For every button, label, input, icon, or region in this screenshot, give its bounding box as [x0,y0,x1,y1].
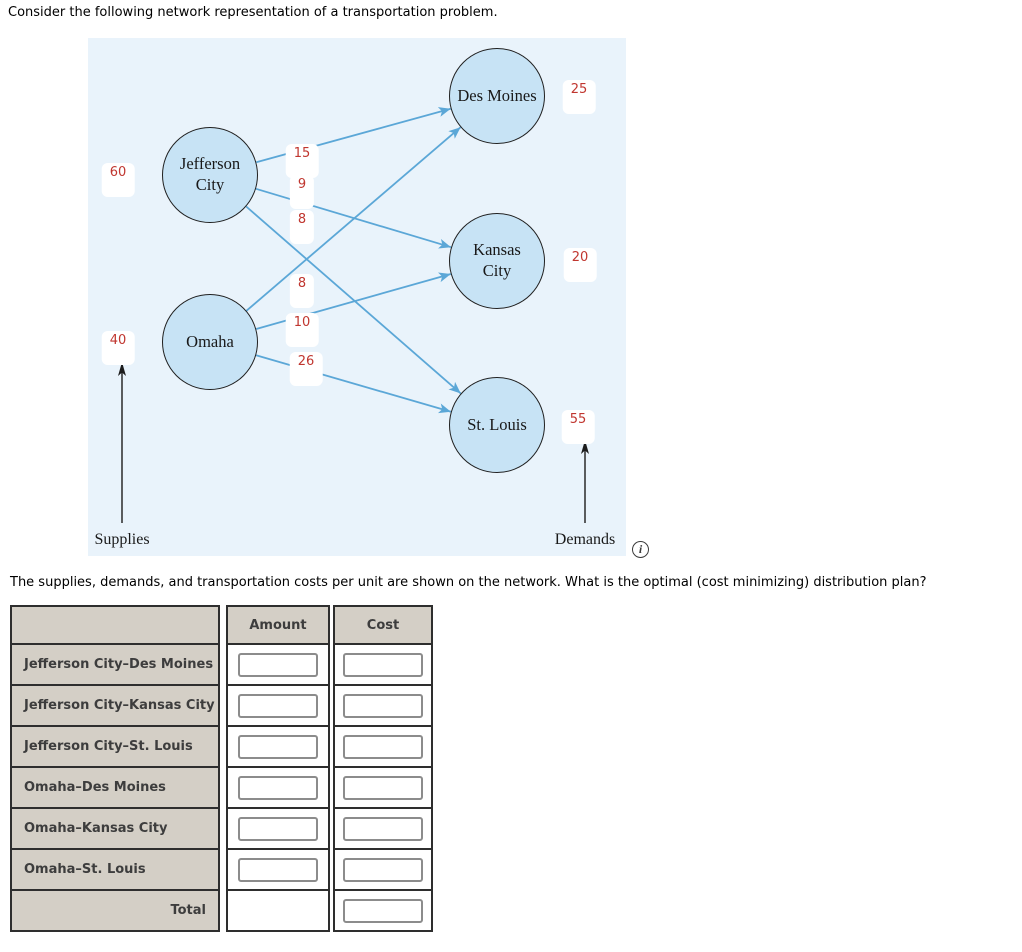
page-title: Consider the following network represent… [8,5,498,20]
edge-omaha-st-louis [255,354,452,414]
cost-column-header: Cost [335,607,431,643]
demand-value-des-moines: 25 [562,80,596,115]
edge-cost-omaha-st-louis: 26 [289,352,323,387]
edge-cost-omaha-kansas-city: 10 [285,313,319,348]
amount-input-jefferson-city-des-moines[interactable] [238,652,318,677]
amount-input-jefferson-city-st-louis[interactable] [238,734,318,759]
demands-label: Demands [554,531,616,548]
cost-column: Cost [333,605,433,932]
label-column-header [12,607,218,643]
cost-input-jefferson-city-kansas-city[interactable] [343,693,423,718]
cost-input-total[interactable] [343,898,423,923]
node-des-moines: Des Moines [449,48,545,144]
node-st-louis: St. Louis [449,377,545,473]
info-icon-glyph: i [638,542,643,556]
answer-table: Jefferson City–Des Moines Jefferson City… [10,605,433,932]
cost-input-omaha-kansas-city[interactable] [343,816,423,841]
network-diagram: Jefferson City Omaha Des Moines Kansas C… [88,38,626,556]
cost-input-jefferson-city-des-moines[interactable] [343,652,423,677]
edge-cost-jefferson-city-des-moines: 15 [285,144,319,179]
cost-input-omaha-des-moines[interactable] [343,775,423,800]
node-omaha: Omaha [162,294,258,390]
amount-total-cell-empty [228,889,328,930]
row-label-omaha-des-moines: Omaha–Des Moines [12,766,218,807]
info-icon[interactable]: i [632,541,649,558]
row-label-jefferson-city-st-louis: Jefferson City–St. Louis [12,725,218,766]
edge-omaha-des-moines [245,126,462,312]
question-text: The supplies, demands, and transportatio… [10,575,927,590]
label-column: Jefferson City–Des Moines Jefferson City… [10,605,220,932]
amount-column: Amount [226,605,330,932]
total-label: Total [12,889,218,930]
amount-input-omaha-kansas-city[interactable] [238,816,318,841]
supply-value-jefferson-city: 60 [101,163,135,198]
cost-input-jefferson-city-st-louis[interactable] [343,734,423,759]
demand-value-kansas-city: 20 [563,248,597,283]
supply-value-omaha: 40 [101,331,135,366]
amount-input-jefferson-city-kansas-city[interactable] [238,693,318,718]
node-jefferson-city: Jefferson City [162,127,258,223]
network-canvas [118,107,589,523]
row-label-jefferson-city-des-moines: Jefferson City–Des Moines [12,643,218,684]
edge-cost-jefferson-city-kansas-city: 9 [289,175,315,210]
edge-cost-omaha-des-moines: 8 [289,274,315,309]
amount-input-omaha-st-louis[interactable] [238,857,318,882]
row-label-omaha-st-louis: Omaha–St. Louis [12,848,218,889]
demand-value-st-louis: 55 [561,410,595,445]
edge-jefferson-city-st-louis [245,205,462,395]
row-label-omaha-kansas-city: Omaha–Kansas City [12,807,218,848]
cost-input-omaha-st-louis[interactable] [343,857,423,882]
supplies-label: Supplies [94,531,150,548]
amount-column-header: Amount [228,607,328,643]
amount-input-omaha-des-moines[interactable] [238,775,318,800]
edge-cost-jefferson-city-st-louis: 8 [289,210,315,245]
row-label-jefferson-city-kansas-city: Jefferson City–Kansas City [12,684,218,725]
node-kansas-city: Kansas City [449,213,545,309]
